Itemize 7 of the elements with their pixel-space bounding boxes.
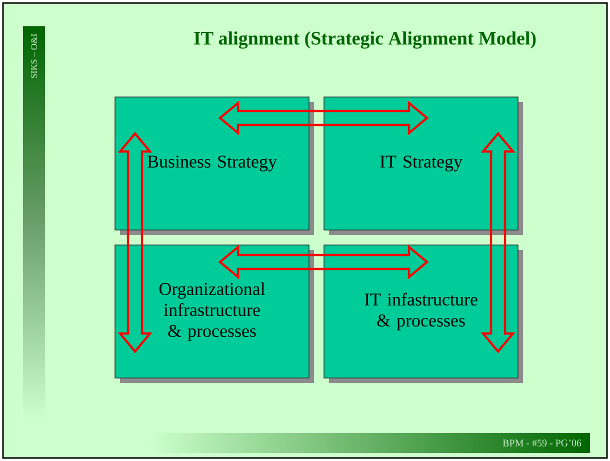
process-box: Organizational infrastructure & processes	[114, 244, 310, 378]
process-box: IT infastructure & processes	[324, 244, 518, 378]
process-box: IT Strategy	[324, 96, 518, 230]
side-label: SIKS – O&I	[30, 34, 38, 78]
footer-label: BPM - #59 - PG’06	[502, 440, 582, 446]
process-box: Business Strategy	[114, 96, 310, 230]
title: IT alignment (Strategic Alignment Model)	[194, 31, 536, 49]
